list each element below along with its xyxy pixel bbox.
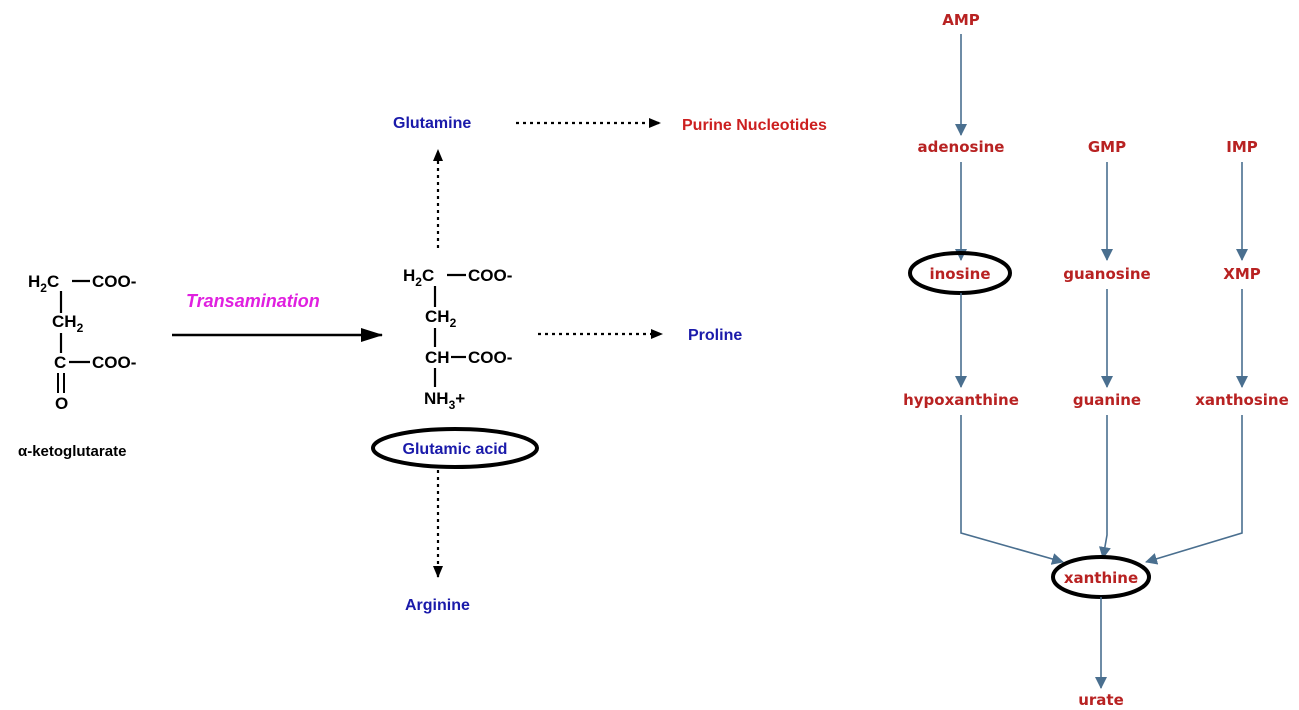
glutamic-acid-name: Glutamic acid bbox=[403, 441, 508, 458]
inosine-highlight bbox=[908, 251, 1012, 295]
akg-line3-tail: COO- bbox=[92, 353, 136, 372]
glu-line3-tail: COO- bbox=[468, 348, 512, 367]
arginine-label: Arginine bbox=[405, 597, 470, 614]
glu-line4: NH3+ bbox=[424, 389, 465, 412]
glutamine-label: Glutamine bbox=[393, 115, 471, 132]
purine-nucleotides-label: Purine Nucleotides bbox=[682, 117, 827, 134]
akg-line2: CH2 bbox=[52, 312, 84, 335]
akg-line4: O bbox=[55, 394, 68, 413]
transamination-label: Transamination bbox=[186, 291, 320, 311]
xanthosine-to-xanthine-arrow bbox=[1145, 415, 1243, 565]
glu-line2: CH2 bbox=[425, 307, 457, 330]
hypoxanthine-node: hypoxanthine bbox=[903, 391, 1019, 409]
purine-degradation-pathway: AMP adenosine GMP IMP inosine guanosine … bbox=[903, 11, 1289, 709]
akg-name: α-ketoglutarate bbox=[18, 443, 126, 460]
inosine-node: inosine bbox=[929, 265, 990, 283]
adenosine-node: adenosine bbox=[918, 138, 1005, 156]
urate-node: urate bbox=[1078, 691, 1124, 709]
alpha-ketoglutarate-structure: H2C COO- CH2 C COO- O α-ketoglutarate bbox=[18, 272, 136, 460]
amp-node: AMP bbox=[942, 11, 980, 29]
guanine-to-xanthine-arrow bbox=[1098, 415, 1111, 559]
akg-line3: C bbox=[54, 353, 66, 372]
glu-line1: H2C bbox=[403, 266, 434, 289]
guanosine-node: guanosine bbox=[1063, 265, 1150, 283]
akg-line1: H2C bbox=[28, 272, 59, 295]
glu-line3: CH bbox=[425, 348, 450, 367]
proline-label: Proline bbox=[688, 327, 742, 344]
imp-node: IMP bbox=[1226, 138, 1258, 156]
glutamic-acid-structure: H2C COO- CH2 CH COO- NH3+ bbox=[403, 266, 512, 412]
xmp-node: XMP bbox=[1223, 265, 1261, 283]
xanthosine-node: xanthosine bbox=[1195, 391, 1289, 409]
guanine-node: guanine bbox=[1073, 391, 1141, 409]
hypoxanthine-to-xanthine-arrow bbox=[960, 415, 1064, 565]
glu-line1-tail: COO- bbox=[468, 266, 512, 285]
glutamic-acid-highlight bbox=[371, 427, 539, 469]
xanthine-node: xanthine bbox=[1064, 569, 1138, 587]
gmp-node: GMP bbox=[1088, 138, 1126, 156]
akg-line1-tail: COO- bbox=[92, 272, 136, 291]
